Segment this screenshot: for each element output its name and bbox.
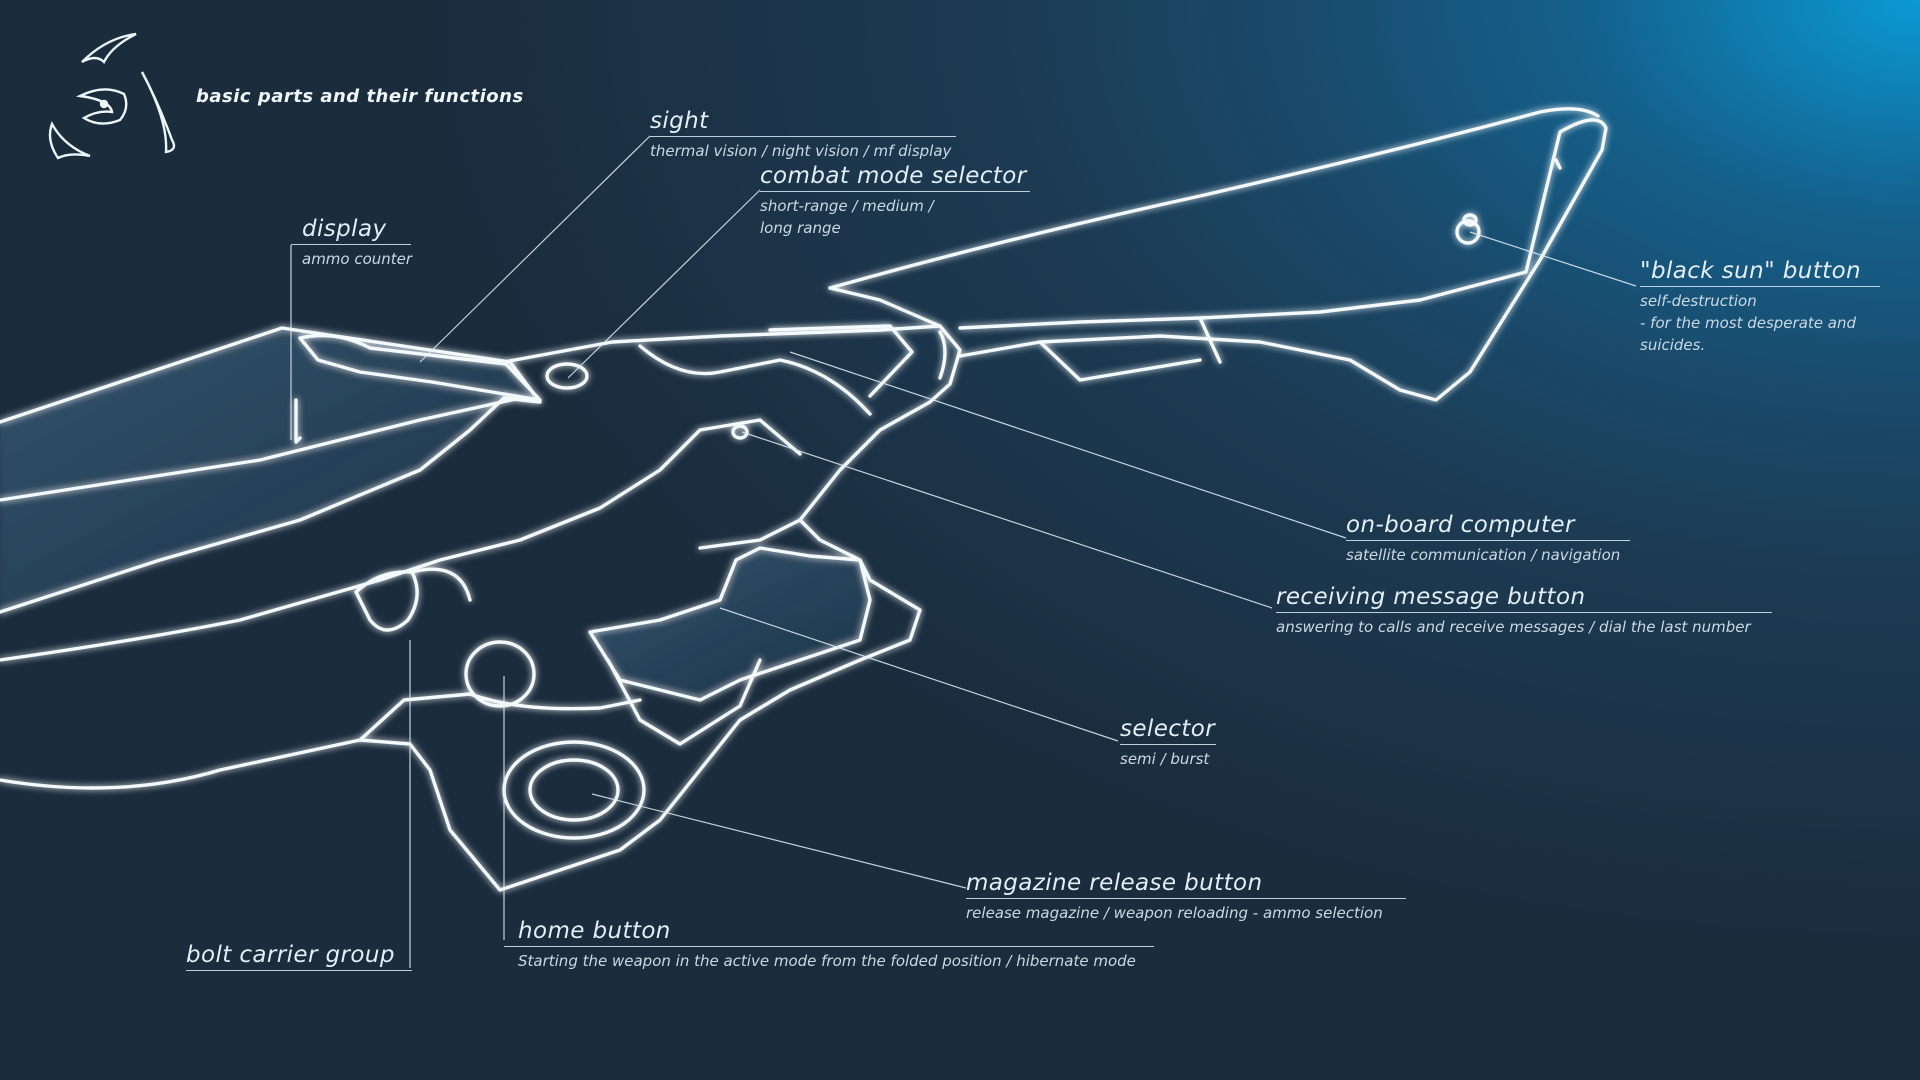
callout-rule <box>650 136 956 137</box>
callout-desc: Starting the weapon in the active mode f… <box>518 952 1136 970</box>
callout-rule <box>291 244 411 245</box>
callout-desc: suicides. <box>1640 336 1706 354</box>
callout-combat-mode-selector: combat mode selector short-range / mediu… <box>760 163 1030 239</box>
callout-title: magazine release button <box>966 870 1263 896</box>
callout-desc: - for the most desperate and <box>1640 314 1856 332</box>
callout-display: display ammo counter <box>291 216 413 270</box>
callout-rule <box>1640 286 1880 287</box>
callout-receiving-message-button: receiving message button answering to ca… <box>1276 584 1772 638</box>
callout-desc: self-destruction <box>1640 292 1757 310</box>
callout-desc: release magazine / weapon reloading - am… <box>966 904 1383 922</box>
callout-desc: thermal vision / night vision / mf displ… <box>650 142 952 160</box>
callout-title: "black sun" button <box>1640 258 1862 284</box>
callout-rule <box>186 970 412 971</box>
callout-bolt-carrier-group: bolt carrier group <box>186 942 412 971</box>
callout-rule <box>760 191 1030 192</box>
callout-rule <box>504 946 1154 947</box>
callout-rule <box>1120 744 1216 745</box>
callout-title: selector <box>1120 716 1216 742</box>
callout-desc: satellite communication / navigation <box>1346 546 1621 564</box>
callout-title: sight <box>650 108 709 134</box>
callout-desc: semi / burst <box>1120 750 1210 768</box>
callout-desc: ammo counter <box>302 250 413 268</box>
callout-title: bolt carrier group <box>186 942 395 968</box>
callout-title: display <box>302 216 387 242</box>
callout-rule <box>1346 540 1630 541</box>
callout-title: combat mode selector <box>760 163 1027 189</box>
callout-title: home button <box>518 918 671 944</box>
tri-fang-logo-icon <box>48 32 176 160</box>
callout-black-sun-button: "black sun" button self-destruction - fo… <box>1640 258 1880 356</box>
callout-title: receiving message button <box>1276 584 1586 610</box>
callout-on-board-computer: on-board computer satellite communicatio… <box>1346 512 1630 566</box>
callout-rule <box>1276 612 1772 613</box>
callout-title: on-board computer <box>1346 512 1575 538</box>
callout-magazine-release-button: magazine release button release magazine… <box>966 870 1406 924</box>
callout-home-button: home button Starting the weapon in the a… <box>504 918 1154 972</box>
page-title: basic parts and their functions <box>196 86 524 107</box>
leader-lines <box>290 135 1637 968</box>
callout-sight: sight thermal vision / night vision / mf… <box>650 108 956 162</box>
callout-selector: selector semi / burst <box>1120 716 1216 770</box>
callout-desc: answering to calls and receive messages … <box>1276 618 1751 636</box>
callout-desc: long range <box>760 219 841 237</box>
callout-rule <box>966 898 1406 899</box>
callout-desc: short-range / medium / <box>760 197 934 215</box>
weapon-outline <box>0 107 1608 892</box>
